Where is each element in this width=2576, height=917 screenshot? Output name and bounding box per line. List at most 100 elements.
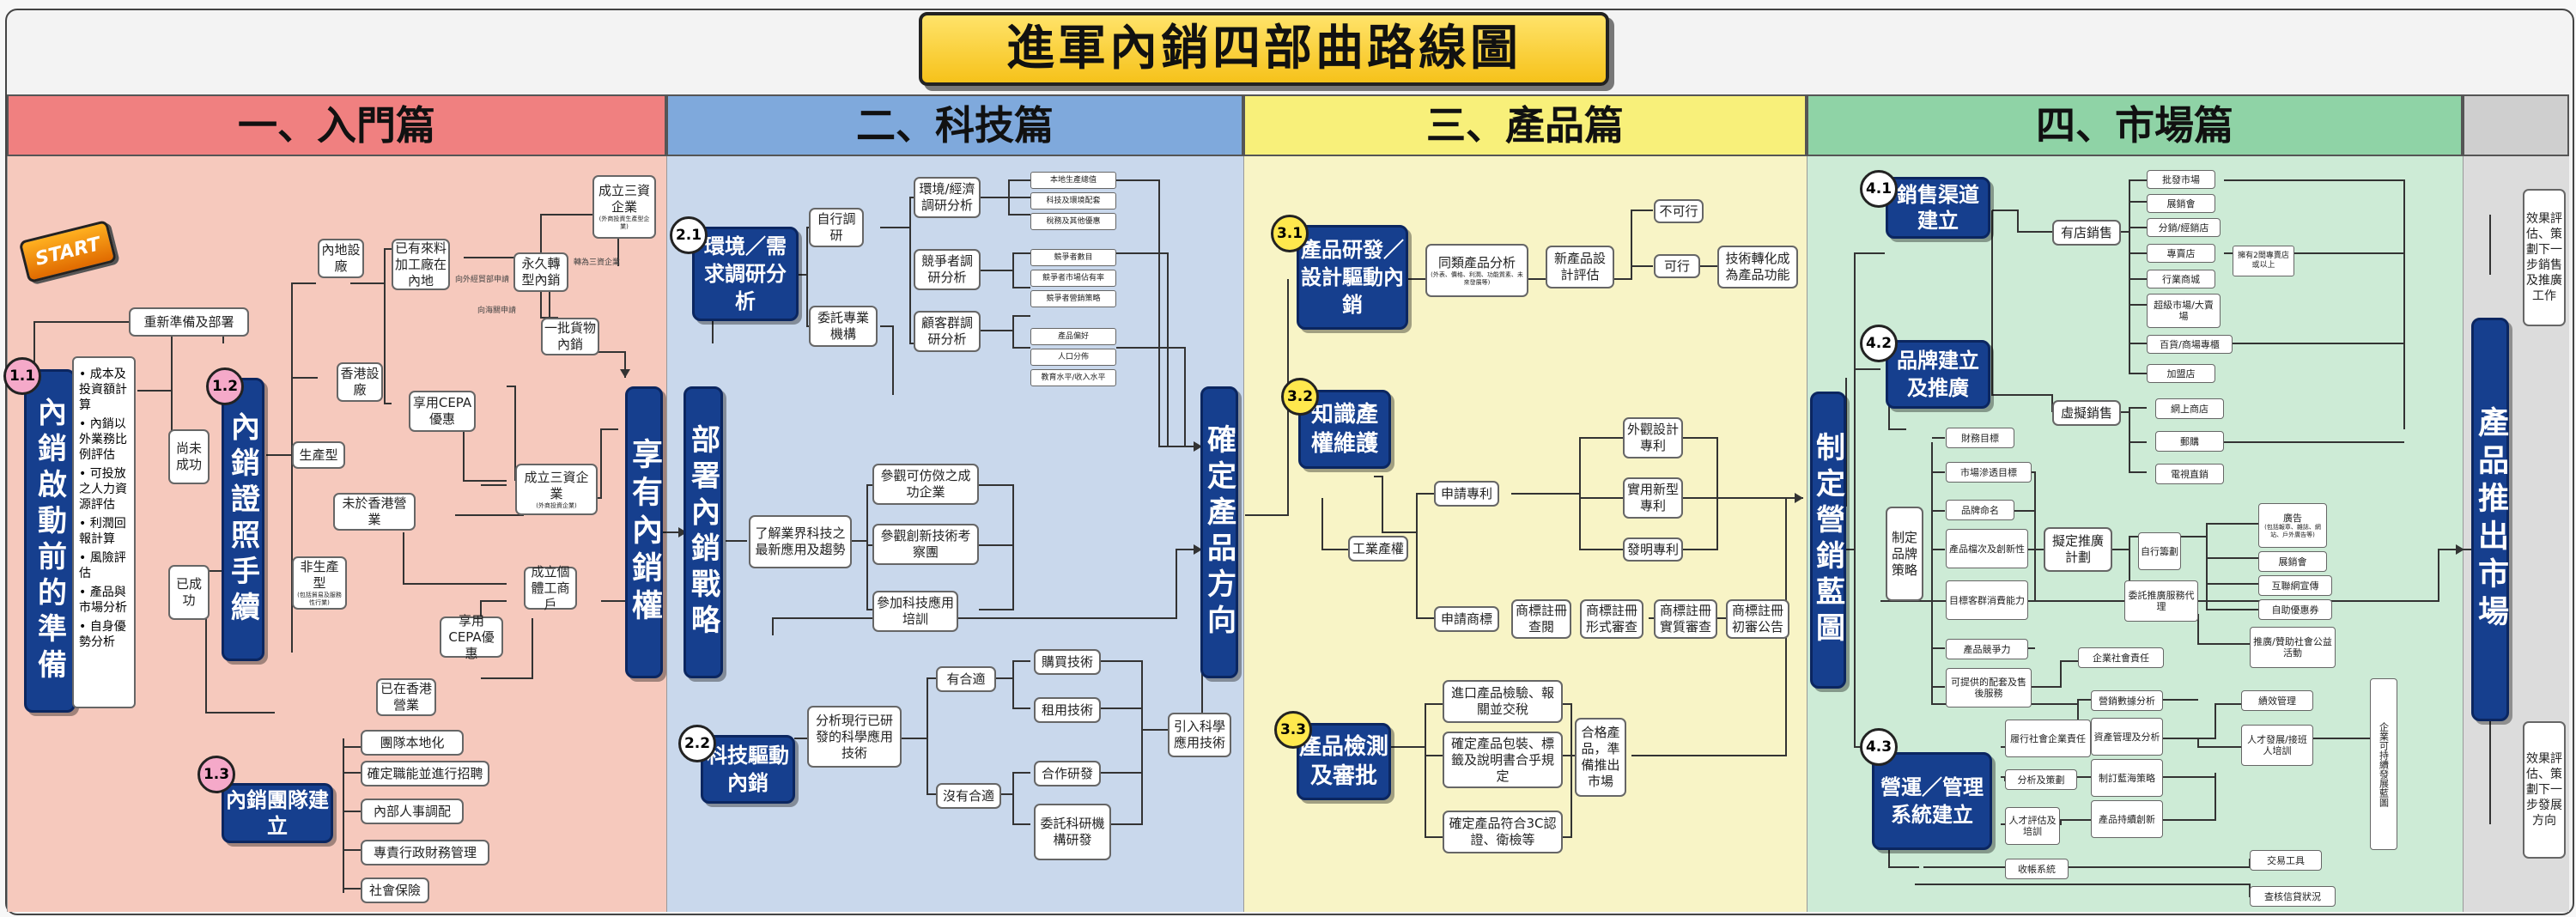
brand-item-0: 財務目標	[1946, 428, 2014, 448]
step-3-3-badge: 3.3	[1274, 711, 1312, 749]
comp-item-1: 競爭者市場佔有率	[1030, 270, 1116, 287]
brand-item-2: 品牌命名	[1946, 500, 2014, 520]
step-3-1-badge: 3.1	[1271, 215, 1309, 252]
prep-item: • 風險評估	[79, 551, 126, 580]
store-item-4: 行業商城	[2147, 270, 2215, 288]
team-item-3: 專責行政財務管理	[361, 840, 489, 865]
production-box: 生產型	[292, 441, 345, 469]
market-launch-box: 產品推出市場	[2471, 318, 2509, 721]
in-hk-box: 已在香港營業	[376, 678, 436, 716]
product-analysis-note: (外表、價格、利潤、功能質素、未來發展等)	[1431, 270, 1523, 286]
step-4-1-badge: 4.1	[1860, 170, 1898, 208]
analyze-tech-box: 分析現行已研發的科學應用技術	[807, 706, 902, 768]
trade-tools-box: 交易工具	[2250, 850, 2322, 871]
step-2-1-box: 環境／需求調研分析	[692, 227, 799, 321]
virtual-item-2: 電視直銷	[2155, 464, 2224, 484]
fie-1-note: (外商投資生產型企業)	[598, 216, 650, 230]
step-3-1-box: 產品研發／設計驅動內銷	[1297, 225, 1408, 330]
patent-apply-box: 申請專利	[1434, 481, 1499, 507]
marketing-blueprint-box: 制定營銷藍圖	[1810, 392, 1846, 689]
trademark-apply-box: 申請商標	[1434, 606, 1499, 632]
cepa-1-box: 享用CEPA優惠	[409, 391, 476, 432]
fie-2-note: (外商投資企業)	[536, 501, 577, 509]
learn-trends-box: 了解業界科技之最新應用及趨勢	[749, 515, 852, 568]
comp-item-0: 競爭者數目	[1030, 249, 1116, 266]
env-item-2: 稅務及其他優惠	[1030, 213, 1116, 230]
invention-patent-box: 發明專利	[1623, 537, 1683, 562]
prep-item: • 利潤回報計算	[79, 517, 126, 546]
seminar-box: 參觀創新技術考察團	[872, 524, 979, 565]
promo-item-0-label: 廣告	[2283, 512, 2302, 524]
self-promo-box: 自行籌劃	[2138, 532, 2181, 570]
success-box: 已成功	[168, 565, 210, 620]
direct-box: 一批貨物內銷	[541, 318, 599, 355]
step-3-2-badge: 3.2	[1281, 378, 1319, 416]
step-2-2-box: 科技驅動內銷	[701, 735, 795, 804]
restart-box: 重新準備及部署	[129, 307, 249, 337]
cash-system-box: 收帳系統	[2005, 859, 2069, 879]
prep-item: • 內銷以外業務比例評估	[79, 417, 127, 462]
promo-item-0: 廣告 (包括報章、雜誌、網站、戶外廣告等)	[2258, 503, 2327, 548]
csr-box: 企業社會責任	[2078, 647, 2164, 668]
import-inspection-box: 進口產品檢驗、報關並交稅	[1443, 680, 1563, 723]
store-item-1: 展銷會	[2147, 194, 2215, 213]
cust-item-0: 產品偏好	[1030, 328, 1116, 345]
fie-1-label: 成立三資企業	[598, 183, 650, 215]
individual-box: 成立個體工商戶	[524, 564, 577, 612]
prep-item: • 成本及投資額計算	[79, 367, 127, 412]
brand-item-5: 產品競爭力	[1946, 639, 2028, 659]
note-mofcom: 向外經貿部申請	[455, 276, 510, 284]
sponsor-box: 推廣/贊助社會公益活動	[2250, 627, 2336, 668]
customer-analysis-box: 顧客群調研分析	[914, 311, 981, 352]
rent-tech-box: 租用技術	[1034, 697, 1101, 723]
product-direction-box: 確定產品方向	[1200, 386, 1238, 678]
feasible-box: 可行	[1654, 254, 1700, 278]
training-box: 參加科技應用培訓	[872, 591, 958, 632]
step-2-1-badge: 2.1	[670, 216, 708, 254]
step-4-2-badge: 4.2	[1860, 325, 1898, 362]
evaluation-2-box: 效果評估、策劃下一步發展方向	[2523, 721, 2566, 859]
qualified-box: 合格產品，準備推出市場	[1575, 718, 1626, 797]
team-item-1: 確定職能並進行招聘	[361, 761, 489, 786]
brand-strategy-box: 制定品牌策略	[1886, 507, 1923, 601]
prep-item: • 產品與市場分析	[79, 586, 127, 615]
side-column-header	[2463, 94, 2569, 156]
step-4-3-badge: 4.3	[1860, 728, 1898, 766]
step-1-1-list: • 成本及投資額計算 • 內銷以外業務比例評估 • 可投放之人力資源評估 • 利潤回報…	[72, 356, 136, 708]
tm-step-1: 商標註冊形式審查	[1580, 599, 1643, 639]
sustainability-box: 企業可持續發展藍圖	[2370, 678, 2397, 850]
hr-eval-box: 人才評估及培訓	[2005, 807, 2060, 845]
cert-3c-box: 確定產品符合3C認證、衛檢等	[1443, 811, 1563, 853]
hk-factory-box: 香港設廠	[337, 362, 383, 402]
env-item-1: 科技及環境配套	[1030, 192, 1116, 210]
packaging-label-box: 確定產品包裝、標籤及說明書合乎規定	[1443, 732, 1563, 788]
note-convert: 轉為三資企業	[574, 258, 621, 267]
nonproduction-note: (包括貿易及服務性行業)	[297, 592, 342, 606]
prep-item: • 自身優勢分析	[79, 620, 126, 649]
promo-item-1: 展銷會	[2258, 551, 2327, 572]
commission-rd-box: 委託科研機構研發	[1034, 804, 1111, 860]
self-research-box: 自行調研	[809, 208, 864, 247]
tech-transfer-box: 技術轉化成為產品功能	[1717, 246, 1798, 288]
nonproduction-box: 非生產型 (包括貿易及服務性行業)	[292, 556, 347, 610]
processing-box: 已有來料加工廠在內地	[392, 239, 450, 290]
step-1-2-box: 內銷證照手續	[222, 378, 264, 661]
step-2-2-badge: 2.2	[678, 725, 716, 762]
comp-item-2: 競爭者營銷策略	[1030, 290, 1116, 307]
fie-2-box: 成立三資企業 (外商投資企業)	[515, 464, 598, 515]
competitor-analysis-box: 競爭者調研分析	[914, 249, 981, 290]
store-item-0: 批發市場	[2147, 170, 2215, 189]
introduce-tech-box: 引入科學應用技術	[1168, 713, 1231, 757]
suitable-box: 有合適	[936, 666, 996, 692]
prep-item: • 可投放之人力資源評估	[79, 467, 127, 512]
duty-box: 履行社會企業責任	[2005, 720, 2091, 757]
cust-item-1: 人口分佈	[1030, 349, 1116, 366]
store-item-6: 百貨/商場專櫃	[2147, 335, 2233, 354]
promo-item-2: 互聯網宣傳	[2258, 575, 2332, 596]
visit-box: 參觀可仿傚之成功企業	[872, 464, 979, 505]
cust-item-2: 教育水平/收入水平	[1030, 369, 1116, 386]
ops-item-3: 產品持續創新	[2091, 800, 2163, 838]
step-1-2-badge: 1.2	[206, 367, 244, 405]
section-1-header: 一、入門篇	[7, 94, 666, 156]
step-4-3-box: 營運／管理系統建立	[1872, 752, 1992, 850]
